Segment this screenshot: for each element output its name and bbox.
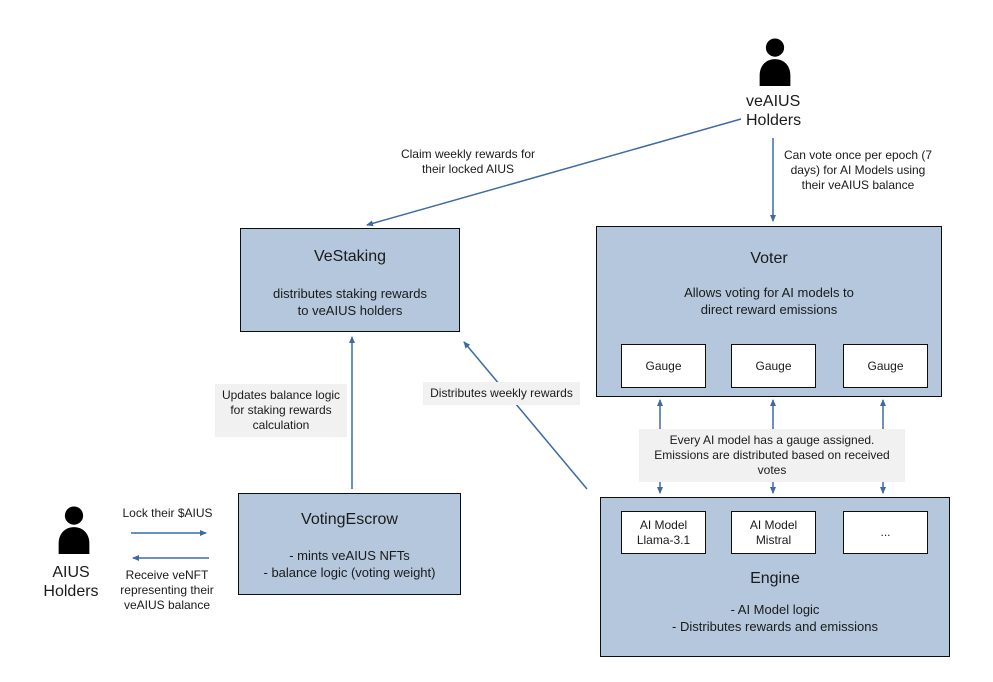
note-updates-balance: Updates balance logic for staking reward… [215, 384, 347, 437]
ai-model-box: ... [843, 511, 928, 554]
ai-model-box: AI Model Mistral [731, 511, 816, 554]
veaius-holders-label: veAIUS Holders [746, 93, 802, 130]
note-receive-venft: Receive veNFT representing their veAIUS … [120, 568, 214, 612]
note-distributes-weekly: Distributes weekly rewards [423, 382, 580, 405]
gauge-box: Gauge [731, 344, 816, 388]
note-lock-aius: Lock their $AIUS [122, 506, 213, 520]
arrow-distributes-rewards [463, 341, 588, 490]
engine-body: - AI Model logic - Distributes rewards a… [672, 602, 878, 634]
voter-box: Voter Allows voting for AI models to dir… [596, 226, 942, 397]
voter-title: Voter [750, 250, 788, 267]
note-claim-rewards: Claim weekly rewards for their locked AI… [400, 147, 536, 176]
note-vote-per-epoch: Can vote once per epoch (7 days) for AI … [783, 148, 933, 192]
votingescrow-box: VotingEscrow - mints veAIUS NFTs - balan… [238, 493, 461, 595]
veaius-holders-person-icon [759, 38, 791, 86]
gauge-box: Gauge [621, 344, 706, 388]
engine-box: AI Model Llama-3.1 AI Model Mistral ... … [600, 497, 950, 657]
ai-model-box: AI Model Llama-3.1 [621, 511, 706, 554]
aius-holders-person-icon [58, 506, 90, 554]
vestaking-body: distributes staking rewards to veAIUS ho… [273, 286, 427, 318]
vestaking-title: VeStaking [313, 248, 387, 265]
vestaking-box: VeStaking distributes staking rewards to… [240, 228, 460, 332]
aius-holders-label: AIUS Holders [43, 564, 99, 601]
votingescrow-body: - mints veAIUS NFTs - balance logic (vot… [263, 548, 436, 580]
voter-body: Allows voting for AI models to direct re… [684, 285, 854, 317]
note-gauge-assignment: Every AI model has a gauge assigned. Emi… [639, 429, 905, 482]
votingescrow-title: VotingEscrow [301, 511, 398, 528]
engine-title: Engine [750, 570, 800, 587]
gauge-box: Gauge [843, 344, 928, 388]
